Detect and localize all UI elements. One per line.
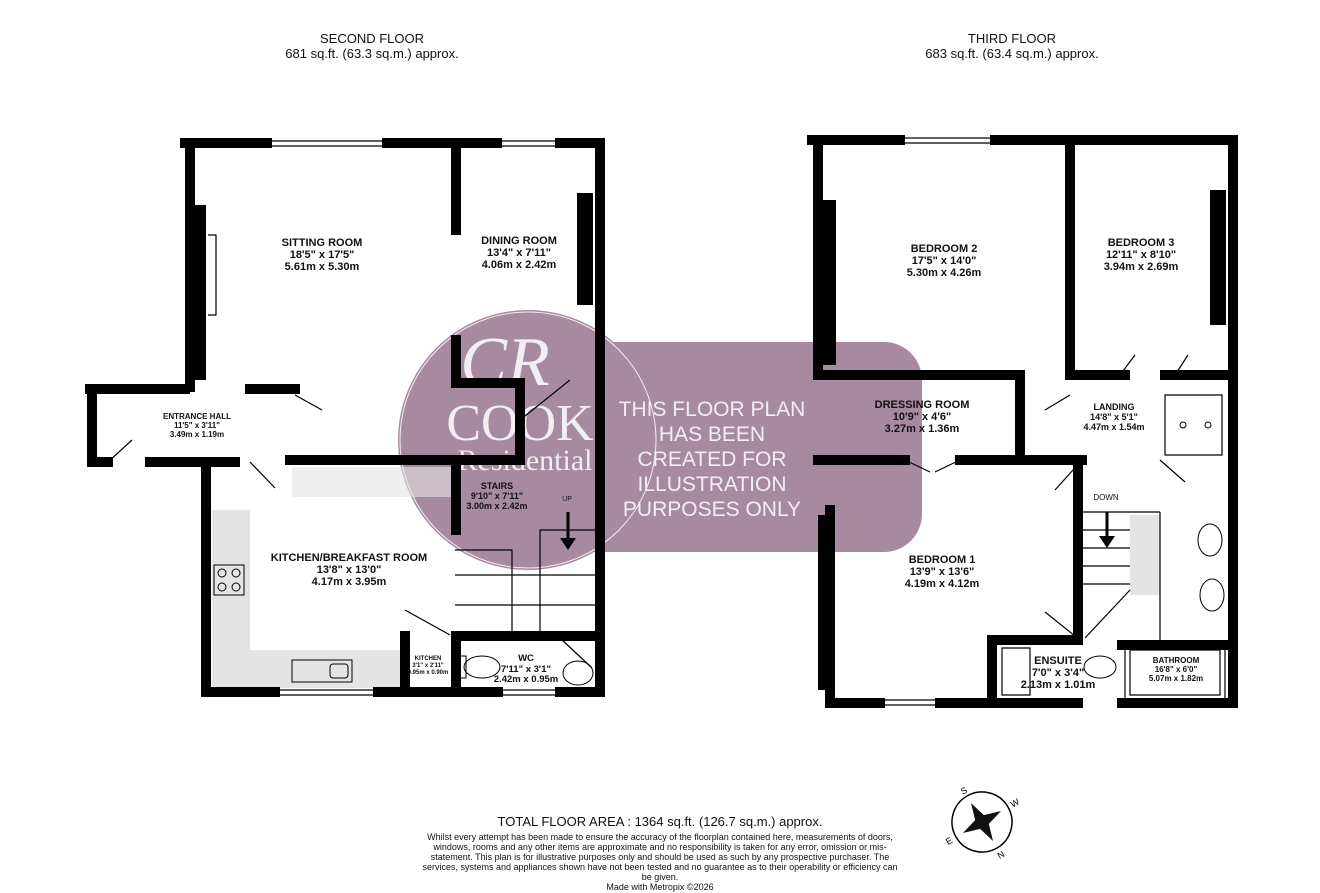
- second-floor-chimney: [190, 193, 593, 380]
- room-imperial: 3'1" x 2'11": [412, 663, 444, 669]
- room-imperial: 7'0" x 3'4": [1031, 667, 1085, 679]
- watermark-logo-cr: CR: [460, 324, 549, 401]
- down-arrow-icon: [1099, 512, 1115, 548]
- room-name: KITCHEN/BREAKFAST ROOM: [270, 552, 428, 564]
- watermark-logo-circle: [398, 310, 658, 570]
- room-metric: 3.94m x 2.69m: [1103, 261, 1179, 273]
- room-imperial: 10'9" x 4'6": [892, 411, 952, 423]
- second-floor-header: SECOND FLOOR 681 sq.ft. (63.3 sq.m.) app…: [285, 31, 458, 61]
- second-floor-area: 681 sq.ft. (63.3 sq.m.) approx.: [285, 46, 459, 61]
- room-metric: 2.42m x 0.95m: [493, 674, 559, 685]
- room-name: DRESSING ROOM: [874, 399, 970, 411]
- room-metric: 5.07m x 1.82m: [1148, 674, 1204, 683]
- room-name: SITTING ROOM: [281, 237, 363, 249]
- room-imperial: 17'5" x 14'0": [911, 255, 977, 267]
- room-metric: 3.00m x 2.42m: [466, 501, 528, 511]
- toilet-icon: [459, 655, 594, 686]
- room-imperial: 13'4" x 7'11": [487, 247, 551, 259]
- credit: Made with Metropix ©2026: [606, 882, 714, 892]
- room-metric: 3.27m x 1.36m: [884, 423, 960, 435]
- room-metric: 4.17m x 3.95m: [311, 576, 387, 588]
- third-floor-chimney: [818, 190, 1226, 690]
- watermark-notice: THIS FLOOR PLAN HAS BEEN CREATED FOR ILL…: [618, 398, 806, 521]
- compass-label-e: E: [944, 835, 954, 847]
- third-floor-area: 683 sq.ft. (63.4 sq.m.) approx.: [925, 46, 1099, 61]
- up-arrow-icon: [560, 512, 576, 550]
- stairs-down-label: DOWN: [1093, 493, 1119, 502]
- room-name: BEDROOM 1: [908, 554, 976, 566]
- third-floor-walls: [807, 135, 1238, 708]
- watermark-logo-ring: [399, 311, 657, 569]
- room-metric: 5.61m x 5.30m: [284, 261, 360, 273]
- total-floor-area: TOTAL FLOOR AREA : 1364 sq.ft. (126.7 sq…: [497, 814, 823, 829]
- room-imperial: 11'5" x 3'11": [173, 421, 221, 430]
- watermark-banner: [560, 342, 922, 552]
- room-name: BEDROOM 2: [910, 243, 978, 255]
- room-imperial: 13'9" x 13'6": [909, 566, 975, 578]
- room-metric: 4.19m x 4.12m: [904, 578, 980, 590]
- room-metric: 2.13m x 1.01m: [1020, 679, 1096, 691]
- second-floor-title: SECOND FLOOR: [319, 31, 425, 46]
- compass-label-w: W: [1009, 796, 1022, 809]
- compass-rose-icon: S N W E: [944, 785, 1022, 861]
- room-imperial: 9'10" x 7'11": [470, 491, 524, 501]
- second-floor-walls: [85, 138, 605, 697]
- sink-icon: [291, 659, 353, 683]
- room-metric: 3.49m x 1.19m: [169, 430, 225, 439]
- room-imperial: 16'8" x 6'0": [1154, 665, 1198, 674]
- room-name: DINING ROOM: [481, 235, 557, 247]
- kitchen-counters: [212, 467, 1160, 688]
- room-name: ENTRANCE HALL: [163, 412, 231, 421]
- room-name: BATHROOM: [1152, 656, 1200, 665]
- third-floor-details: [880, 137, 1226, 706]
- third-floor-header: THIRD FLOOR 683 sq.ft. (63.4 sq.m.) appr…: [925, 31, 1098, 61]
- room-metric: 4.47m x 1.54m: [1083, 422, 1145, 432]
- room-metric: 0.95m x 0.90m: [407, 670, 449, 676]
- stairs-up-label: UP: [562, 496, 572, 503]
- footer: TOTAL FLOOR AREA : 1364 sq.ft. (126.7 sq…: [420, 814, 900, 892]
- disclaimer: Whilst every attempt has been made to en…: [422, 832, 898, 882]
- room-imperial: 13'8" x 13'0": [316, 564, 382, 576]
- room-metric: 4.06m x 2.42m: [481, 259, 557, 271]
- room-imperial: 12'11" x 8'10": [1105, 249, 1177, 261]
- room-name: STAIRS: [480, 481, 514, 491]
- room-name: KITCHEN: [414, 656, 442, 662]
- third-floor-title: THIRD FLOOR: [967, 31, 1057, 46]
- room-name: BEDROOM 3: [1107, 237, 1175, 249]
- room-metric: 5.30m x 4.26m: [906, 267, 982, 279]
- room-imperial: 7'11" x 3'1": [501, 663, 551, 675]
- compass-label-s: S: [959, 785, 969, 797]
- room-imperial: 14'8" x 5'1": [1090, 412, 1138, 422]
- bathroom-fixtures: [1083, 421, 1225, 679]
- room-imperial: 18'5" x 17'5": [289, 249, 355, 261]
- room-name: ENSUITE: [1034, 655, 1082, 667]
- hob-icon: [213, 564, 245, 596]
- room-name: LANDING: [1093, 402, 1135, 412]
- room-name: WC: [518, 653, 534, 664]
- second-floor-details: [107, 140, 598, 696]
- compass-label-n: N: [996, 849, 1007, 861]
